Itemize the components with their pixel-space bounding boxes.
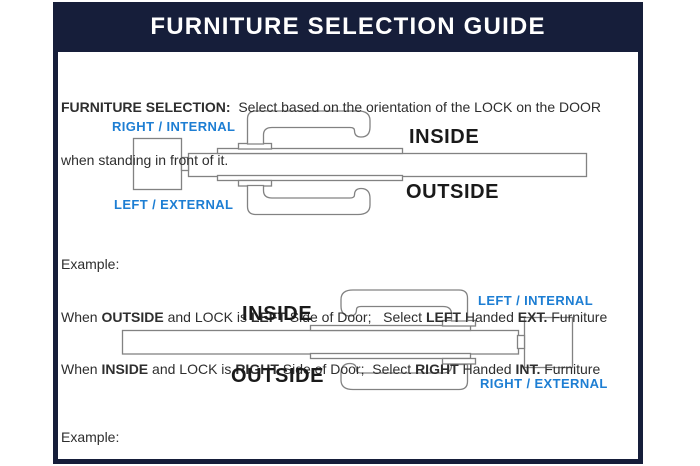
intro-line-1: FURNITURE SELECTION: Select based on the… bbox=[61, 99, 602, 115]
handing-label-left-internal: LEFT / INTERNAL bbox=[478, 293, 594, 308]
lock-spindle-left bbox=[180, 156, 190, 172]
backplate-outside bbox=[309, 352, 472, 360]
example-heading: Example: bbox=[61, 256, 120, 272]
example-line-2: When INSIDE and LOCK is RIGHT Side of Do… bbox=[61, 361, 601, 377]
lock-body-right bbox=[523, 316, 574, 369]
backplate-inside bbox=[309, 324, 472, 332]
guide-header: FURNITURE SELECTION GUIDE bbox=[53, 2, 643, 52]
guide-title: FURNITURE SELECTION GUIDE bbox=[150, 13, 546, 40]
lever-handle-inside bbox=[246, 110, 371, 145]
handing-label-right-internal: RIGHT / INTERNAL bbox=[112, 119, 236, 134]
handing-label-left-external: LEFT / EXTERNAL bbox=[114, 197, 234, 212]
example-heading: Example: bbox=[61, 429, 120, 445]
backplate-inside bbox=[216, 147, 404, 155]
example-block-top: Example: When OUTSIDE and LOCK is LEFT S… bbox=[61, 221, 607, 414]
outside-label-top-diagram: OUTSIDE bbox=[406, 181, 500, 203]
inside-label-bottom-diagram: INSIDE bbox=[242, 303, 313, 325]
lever-handle-outside bbox=[246, 184, 371, 216]
door-diagram-top bbox=[132, 110, 588, 216]
handing-label-right-external: RIGHT / EXTERNAL bbox=[480, 376, 608, 391]
intro-text: FURNITURE SELECTION: Select based on the… bbox=[61, 64, 601, 204]
intro-line-2: when standing in front of it. bbox=[61, 151, 229, 168]
backplate-outside bbox=[216, 174, 404, 182]
lever-handle-inside bbox=[340, 289, 469, 322]
inside-label-top-diagram: INSIDE bbox=[409, 126, 480, 148]
example-block-bottom: Example: When OUTSIDE and LOCK is RIGHT … bbox=[61, 394, 624, 466]
outside-label-bottom-diagram: OUTSIDE bbox=[231, 365, 325, 387]
example-line-1: When OUTSIDE and LOCK is LEFT Side of Do… bbox=[61, 308, 608, 325]
door-diagram-bottom bbox=[121, 289, 574, 391]
lock-spindle-right bbox=[516, 334, 526, 350]
lever-handle-outside bbox=[340, 362, 469, 391]
